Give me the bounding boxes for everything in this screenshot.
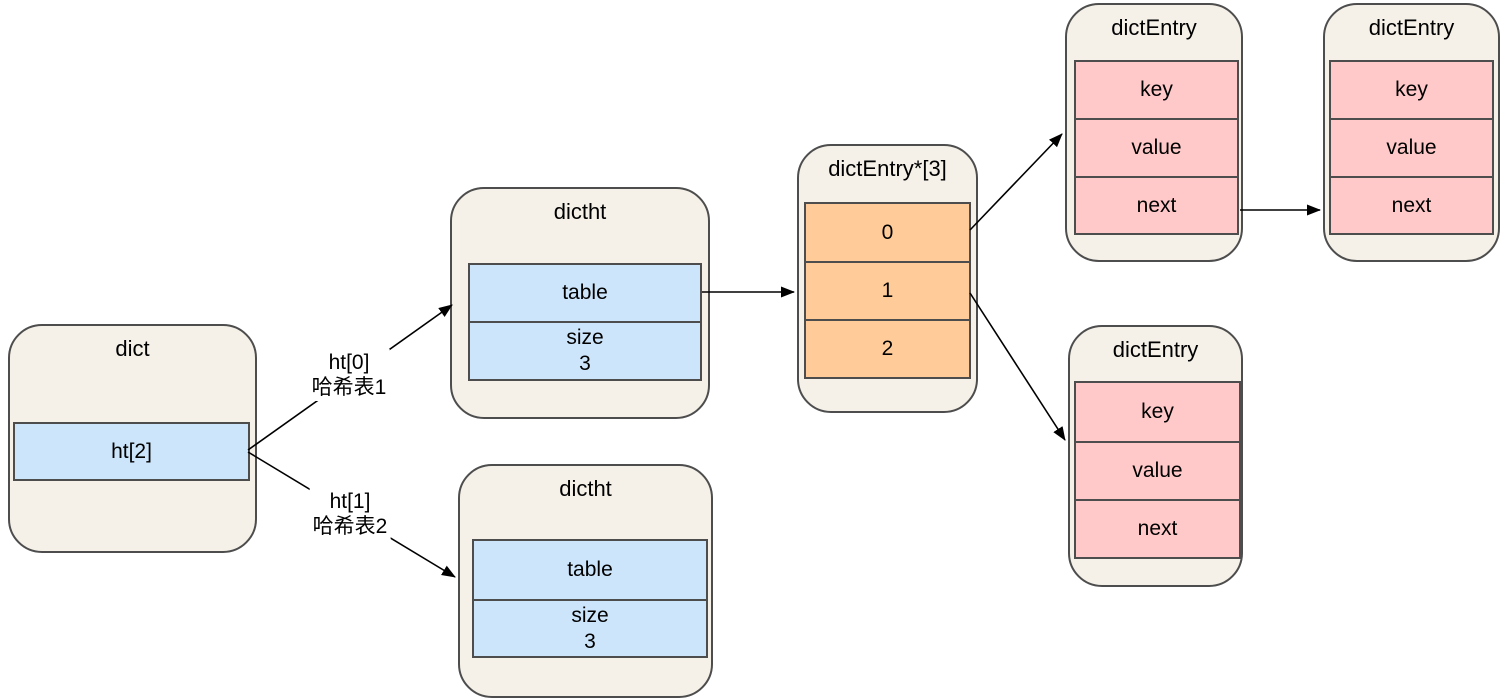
dictht-1-table-cell: table [470,265,700,321]
node-dictht-2: dictht table size 3 [458,464,713,698]
node-dict-entry-c-title: dictEntry [1112,337,1199,362]
entry-b-value-label: value [1386,136,1437,159]
node-dict-entry-a: dictEntry key value next [1065,3,1243,262]
node-bucket-array-cells: 0 1 2 [804,202,971,379]
entry-a-key-label: key [1140,78,1173,101]
node-bucket-array: dictEntry*[3] 0 1 2 [797,144,978,413]
edge-slot0-to-entry-a-arrow [969,133,1063,231]
node-dictht-2-title: dictht [559,476,612,501]
entry-b-next-cell: next [1331,176,1492,233]
dictht-2-size-cell: size 3 [474,599,706,656]
dictht-2-table-cell: table [474,541,706,599]
entry-b-key-label: key [1395,78,1428,101]
dict-ht2-cell: ht[2] [15,424,248,479]
dictht-2-size-label: size [571,603,609,627]
entry-a-key-cell: key [1076,62,1237,118]
entry-c-value-label: value [1132,459,1183,482]
entry-a-next-cell: next [1076,176,1237,233]
node-dict-cells: ht[2] [13,422,250,481]
node-dict: dict ht[2] [8,324,257,553]
entry-b-next-label: next [1391,193,1432,217]
edge-label-ht1: ht[1] 哈希表2 [309,488,391,540]
edge-label-ht0: ht[0] 哈希表1 [308,349,390,401]
node-bucket-array-title: dictEntry*[3] [828,156,947,181]
bucket-slot-1: 1 [806,261,969,319]
node-dict-entry-a-title: dictEntry [1111,15,1197,40]
entry-c-value-cell: value [1076,441,1239,499]
edge-slot1-to-entry-c-arrow [969,292,1066,441]
edge-label-ht0-line1: ht[0] [328,351,370,374]
edge-label-ht1-line1: ht[1] [329,490,371,513]
entry-a-value-cell: value [1076,118,1237,176]
node-dictht-1: dictht table size 3 [450,187,710,419]
node-dict-entry-b-cells: key value next [1329,60,1494,235]
bucket-slot-0: 0 [806,204,969,261]
dictht-1-size-value: 3 [579,352,591,375]
node-dict-entry-c: dictEntry key value next [1068,325,1243,587]
entry-b-value-cell: value [1331,118,1492,176]
entry-a-value-label: value [1131,136,1182,159]
entry-c-key-cell: key [1076,383,1239,441]
dictht-2-size-value: 3 [584,629,596,653]
entry-b-key-cell: key [1331,62,1492,118]
node-dict-entry-b-title: dictEntry [1368,15,1455,40]
entry-c-next-label: next [1137,517,1178,540]
entry-c-next-cell: next [1076,499,1239,557]
dictht-1-table-label: table [562,281,608,304]
node-dictht-1-cells: table size 3 [468,263,702,381]
node-dict-entry-c-cells: key value next [1074,381,1241,559]
bucket-slot-2-label: 2 [881,337,894,360]
bucket-slot-0-label: 0 [881,220,894,244]
node-dict-entry-a-cells: key value next [1074,60,1239,235]
bucket-slot-2: 2 [806,319,969,377]
edge-label-ht0-line2: 哈希表1 [311,376,387,399]
node-dict-title: dict [115,336,150,361]
edge-label-ht1-line2: 哈希表2 [312,515,388,538]
dictht-1-size-cell: size 3 [470,321,700,379]
node-dictht-2-cells: table size 3 [472,539,708,658]
dictht-1-size-label: size [566,326,604,349]
bucket-slot-1-label: 1 [881,279,894,302]
dictht-2-table-label: table [567,558,613,581]
node-dict-entry-b: dictEntry key value next [1323,3,1500,262]
node-dictht-1-title: dictht [553,199,607,224]
entry-a-next-label: next [1136,193,1177,217]
dict-ht2-label: ht[2] [111,439,152,463]
entry-c-key-label: key [1141,400,1174,423]
